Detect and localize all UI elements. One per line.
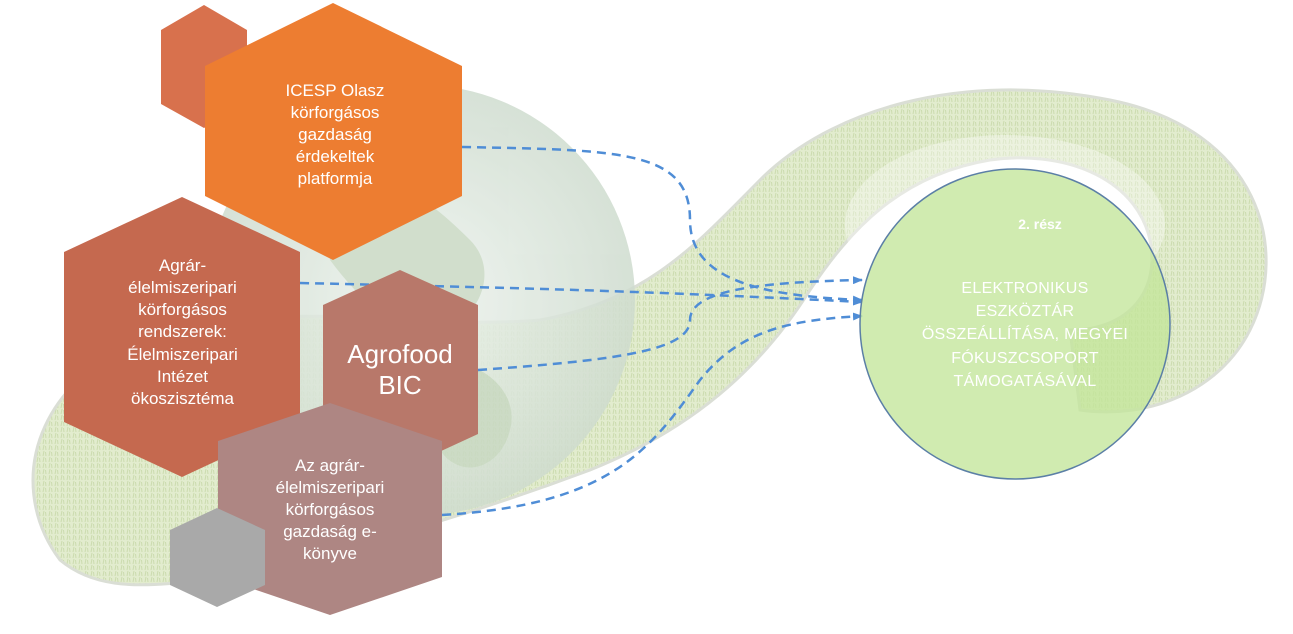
hexagon-agrar-rendszerek-label: Agrár- élelmiszeripari körforgásos rends…	[127, 256, 238, 408]
hexagon-agrar-rendszerek	[64, 197, 300, 477]
arrow-icesp-to-target	[461, 145, 863, 304]
arrow-agrofood-to-target	[477, 276, 863, 372]
hexagon-icesp-label: ICESP Olasz körforgásos gazdaság érdekel…	[285, 80, 385, 189]
hexagon-ekonyv	[218, 403, 442, 615]
hexagon-icesp	[205, 3, 462, 260]
arrow-ekonyv-to-target	[441, 312, 863, 517]
connector-arrows	[299, 145, 863, 517]
target-body: ELEKTRONIKUS ESZKÖZTÁR ÖSSZEÁLLÍTÁSA, ME…	[921, 280, 1129, 390]
arrow-agrar-to-target	[299, 281, 863, 306]
decor-hexagon-gray	[170, 508, 265, 607]
target-title: 2. rész	[1018, 216, 1062, 232]
hexagon-ekonyv-label: Az agrár- élelmiszeripari körforgásos ga…	[275, 455, 385, 564]
target-circle	[859, 168, 1171, 480]
hexagon-agrofood-label: Agrofood BIC	[347, 338, 453, 400]
